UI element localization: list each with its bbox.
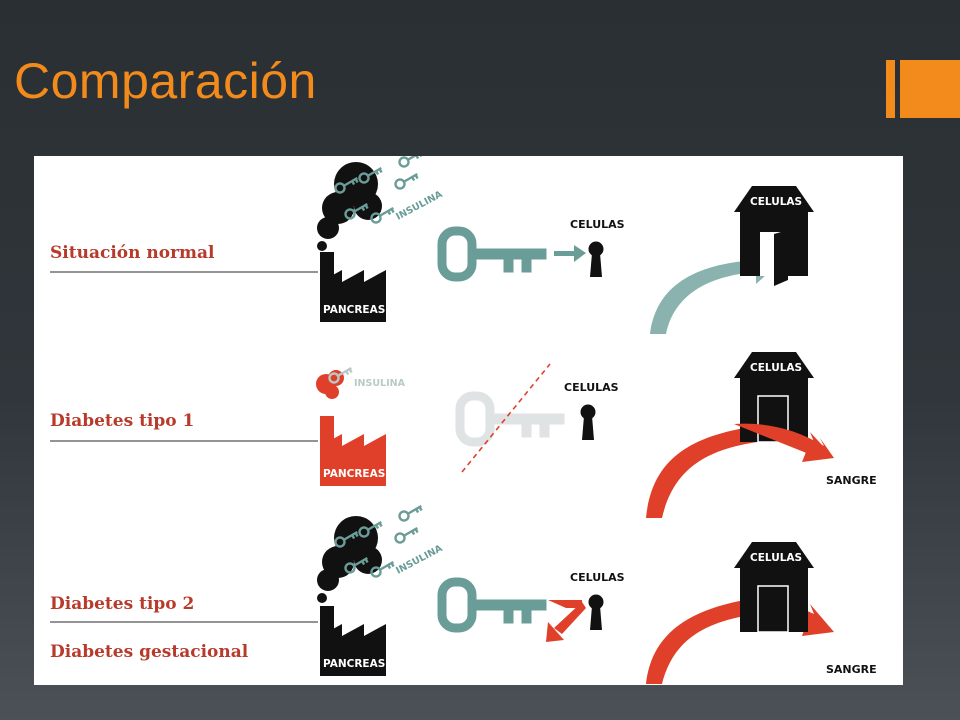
row-label-normal: Situación normal	[50, 243, 215, 263]
outcome-label: SANGRE	[826, 663, 877, 676]
factory-icon	[320, 416, 386, 486]
glucose-arrow-tip	[734, 423, 834, 458]
row-label-type1: Diabetes tipo 1	[50, 411, 194, 431]
row-normal: Situación normal INSULINA PANCREAS	[50, 156, 814, 334]
cell-label: CELULAS	[570, 218, 625, 231]
smoke-cloud-icon	[317, 516, 382, 603]
insulin-label: INSULINA	[354, 378, 406, 389]
smoke-cloud-icon	[317, 162, 382, 251]
glucose-arrow	[646, 596, 834, 684]
keyhole-icon	[580, 404, 596, 440]
row-label-type2: Diabetes tipo 2	[50, 594, 194, 614]
diabetes-comparison-diagram: Situación normal INSULINA PANCREAS	[50, 156, 877, 684]
outcome-label: SANGRE	[826, 474, 877, 487]
title-accent-block	[900, 60, 960, 118]
factory-icon	[320, 252, 386, 322]
row-label-gestational: Diabetes gestacional	[50, 642, 249, 662]
factory-icon	[320, 606, 386, 676]
title-accent-bar	[886, 60, 895, 118]
house-label: CELULAS	[750, 552, 802, 564]
keyhole-icon	[588, 594, 604, 630]
keyhole-icon	[588, 241, 604, 277]
factory-label: PANCREAS	[323, 468, 385, 480]
key-icon	[442, 231, 546, 277]
door-icon	[760, 230, 788, 286]
door-icon	[757, 585, 789, 633]
factory-label: PANCREAS	[323, 658, 385, 670]
key-faded-icon	[460, 396, 564, 442]
door-icon	[757, 395, 789, 443]
insulin-label: INSULINA	[394, 189, 445, 223]
cell-label: CELULAS	[564, 381, 619, 394]
row-type2: Diabetes tipo 2 Diabetes gestacional INS…	[50, 500, 877, 684]
cell-label: CELULAS	[570, 571, 625, 584]
house-label: CELULAS	[750, 196, 802, 208]
diagram-panel: Situación normal INSULINA PANCREAS	[34, 156, 903, 685]
slide-title: Comparación	[14, 53, 317, 109]
house-label: CELULAS	[750, 362, 802, 374]
glucose-arrow	[646, 424, 834, 518]
arrow-icon	[554, 245, 586, 262]
factory-label: PANCREAS	[323, 304, 385, 316]
rejected-arrow-icon	[546, 600, 586, 642]
row-type1: Diabetes tipo 1 INSULINA PANCREAS CELULA…	[50, 352, 877, 518]
insulin-label: INSULINA	[394, 543, 445, 577]
key-icon	[442, 582, 546, 628]
